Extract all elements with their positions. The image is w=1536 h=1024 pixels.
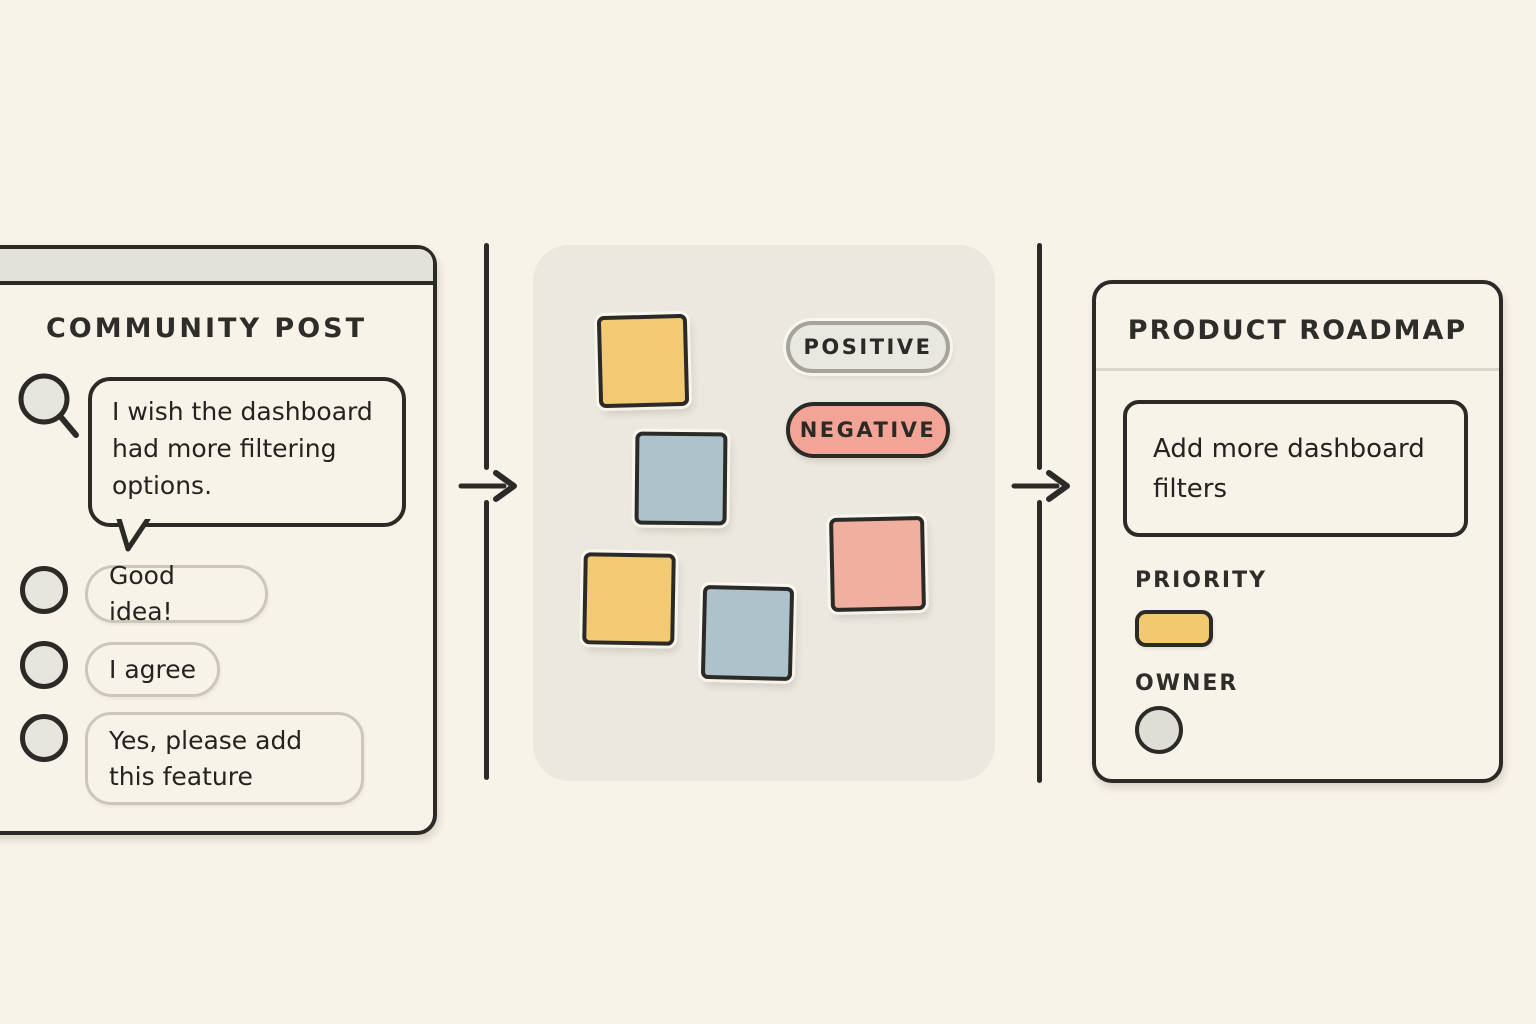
comment-bubble: Good idea! [85, 561, 268, 626]
community-post-title: COMMUNITY POST [45, 313, 368, 344]
post-speech-bubble: I wish the dashboard had more filtering … [88, 377, 406, 527]
negative-label: NEGATIVE [799, 418, 937, 442]
avatar [20, 714, 68, 762]
negative-sentiment-badge[interactable]: NEGATIVE [786, 402, 950, 458]
affinity-board: POSITIVE NEGATIVE [533, 245, 995, 781]
arrow-right-icon [1011, 470, 1070, 502]
comment-bubble: I agree [85, 642, 220, 697]
arrow-right-icon [458, 470, 517, 502]
positive-label: POSITIVE [803, 335, 933, 359]
speech-bubble-tail-icon [116, 519, 151, 552]
divider [1096, 368, 1499, 371]
owner-label: OWNER [1135, 671, 1239, 696]
sticky-note-blue[interactable] [634, 431, 728, 526]
search-icon [18, 373, 79, 438]
avatar [20, 566, 68, 614]
comment-text: Yes, please add this feature [109, 725, 303, 791]
sticky-note-yellow[interactable] [596, 313, 690, 409]
community-post-window-bar [0, 249, 433, 285]
community-post-card: COMMUNITY POST I wish the dashboard had … [0, 245, 437, 835]
flow-connector-line [484, 243, 489, 470]
flow-connector-line [1037, 500, 1042, 783]
sticky-note-yellow[interactable] [582, 552, 676, 646]
flow-connector-line [1037, 243, 1042, 470]
roadmap-feature-item[interactable]: Add more dashboard filters [1123, 400, 1468, 537]
positive-sentiment-badge[interactable]: POSITIVE [786, 321, 950, 373]
flow-connector-line [484, 500, 489, 780]
comment-text: Good idea! [109, 561, 175, 626]
avatar [20, 641, 68, 689]
comment-text: I agree [109, 654, 196, 684]
priority-value-pill[interactable] [1135, 610, 1213, 647]
product-roadmap-card: PRODUCT ROADMAP Add more dashboard filte… [1092, 280, 1503, 783]
sticky-note-pink[interactable] [829, 516, 926, 612]
post-text: I wish the dashboard had more filtering … [112, 397, 373, 500]
comment-bubble: Yes, please add this feature [85, 712, 364, 805]
priority-label: PRIORITY [1135, 568, 1268, 593]
roadmap-title: PRODUCT ROADMAP [1127, 315, 1468, 346]
sticky-note-blue[interactable] [700, 584, 795, 682]
owner-avatar[interactable] [1135, 706, 1183, 754]
feature-text: Add more dashboard filters [1153, 433, 1425, 504]
